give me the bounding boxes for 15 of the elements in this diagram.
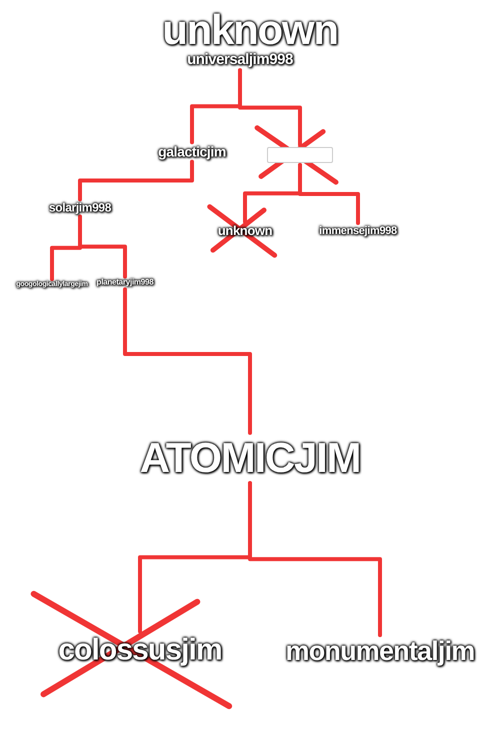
name-label: planetaryjim998 — [96, 278, 154, 288]
name-label: universaljim998 — [187, 52, 293, 68]
connector-line — [78, 214, 127, 279]
connector-line — [248, 481, 382, 638]
name-label: monumentaljim — [286, 637, 474, 667]
name-label: solarjim998 — [48, 201, 112, 215]
connector-line — [298, 163, 360, 225]
title: unknown — [162, 6, 338, 53]
connector-line — [238, 68, 302, 147]
connector-line — [123, 287, 252, 435]
connector-line — [78, 160, 194, 202]
name-label: ATOMICJIM — [140, 434, 360, 482]
name-label: immensejim998 — [319, 224, 397, 238]
name-label: galacticjim — [158, 144, 226, 160]
empty-box — [267, 147, 333, 163]
